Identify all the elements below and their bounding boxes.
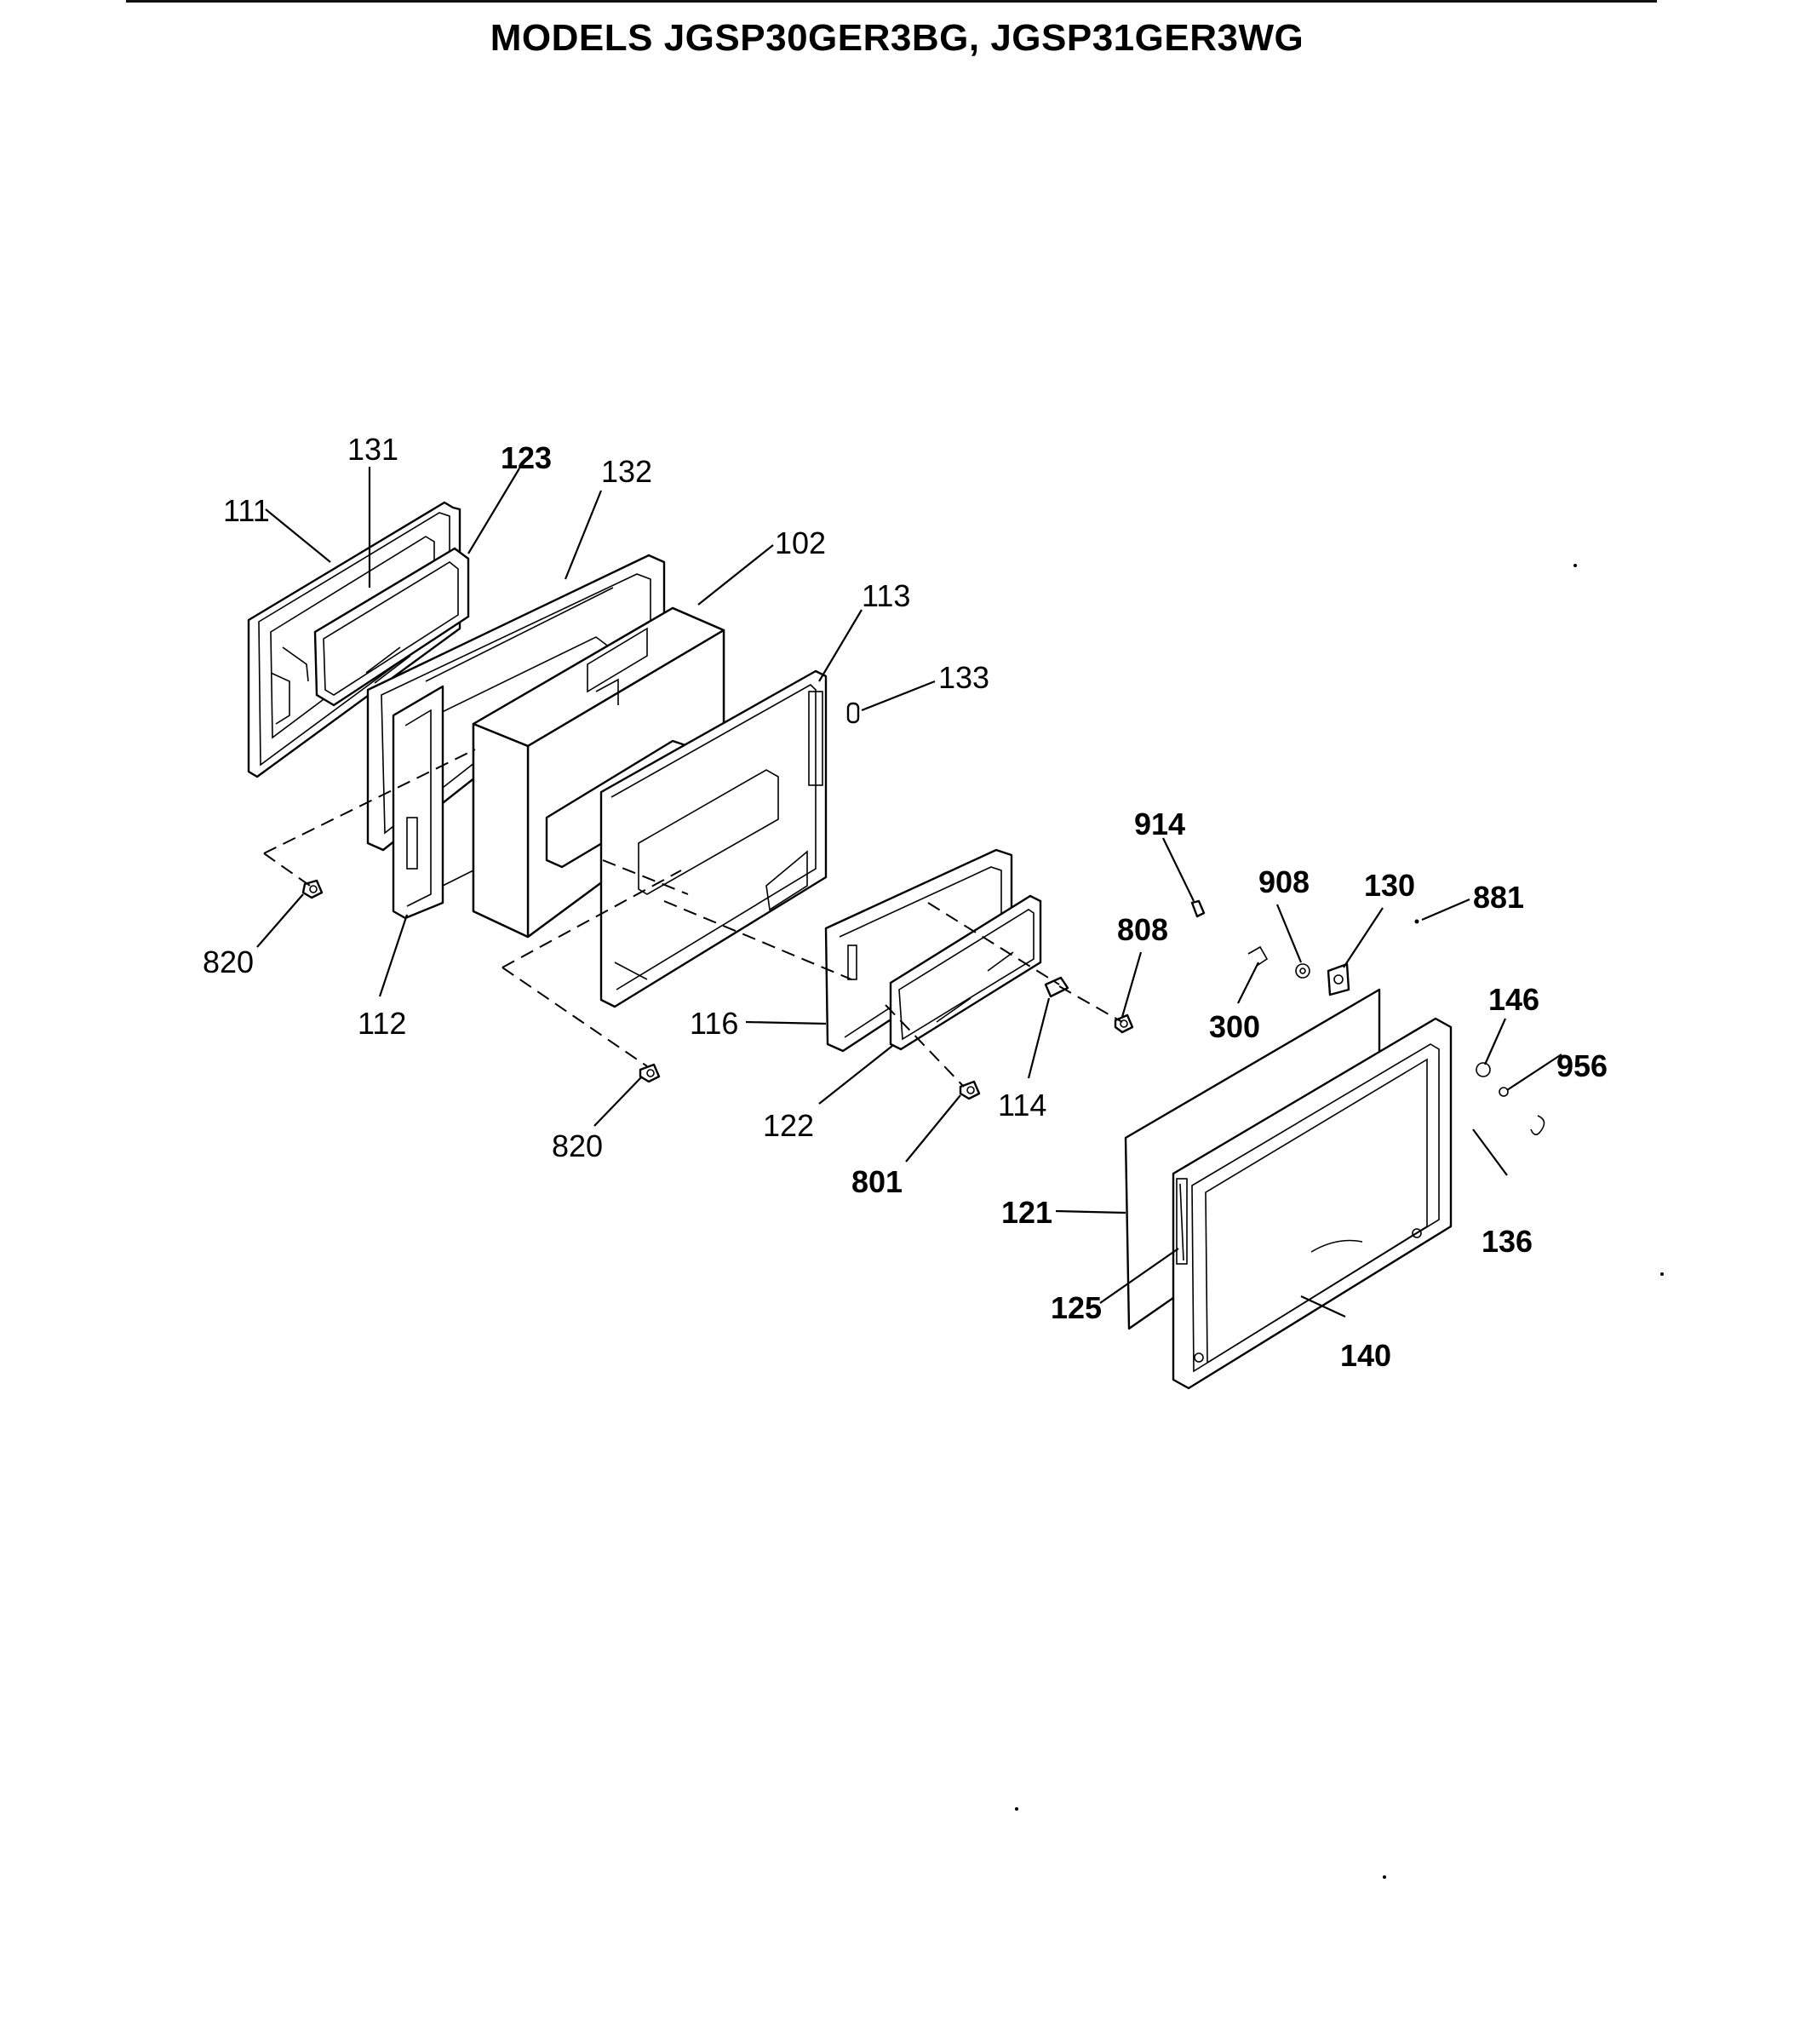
part-300-clip	[1247, 945, 1269, 967]
callout-140: 140	[1340, 1338, 1391, 1373]
callout-801: 801	[851, 1164, 903, 1199]
callout-820-lower: 820	[552, 1128, 603, 1163]
callout-132: 132	[601, 454, 652, 489]
callout-130: 130	[1364, 868, 1415, 903]
part-914-spring	[1190, 899, 1206, 918]
part-908-washer	[1295, 963, 1310, 979]
leader-lines	[256, 467, 1562, 1318]
callout-122: 122	[763, 1108, 814, 1143]
callout-125: 125	[1051, 1290, 1102, 1325]
part-133-pin	[846, 702, 860, 724]
callout-102: 102	[775, 525, 826, 560]
callout-956: 956	[1556, 1048, 1608, 1083]
page-title: MODELS JGSP30GER3BG, JGSP31GER3WG	[490, 17, 1304, 59]
callout-111: 111	[223, 493, 270, 528]
part-130-bracket	[1327, 962, 1350, 996]
part-140-door-trim	[1172, 1017, 1453, 1390]
top-rule	[126, 0, 1657, 3]
callout-121: 121	[1001, 1195, 1052, 1230]
callout-300: 300	[1209, 1009, 1260, 1044]
part-112-door-frame	[392, 587, 614, 920]
part-114-bracket	[1044, 976, 1069, 998]
callout-808: 808	[1117, 912, 1168, 947]
callout-112: 112	[358, 1006, 406, 1041]
part-123-window-glass	[313, 547, 470, 707]
screw-808	[1114, 1013, 1134, 1034]
scan-specks	[1015, 564, 1664, 1879]
assembly-lines	[263, 749, 1123, 1088]
callout-136: 136	[1482, 1224, 1533, 1259]
part-113-door-liner	[599, 669, 828, 1008]
callout-881: 881	[1473, 880, 1524, 915]
callout-133: 133	[938, 660, 989, 695]
callout-116: 116	[690, 1006, 738, 1041]
callout-123: 123	[501, 440, 552, 475]
part-956-screw	[1499, 1087, 1545, 1136]
callout-820-upper: 820	[203, 944, 254, 979]
callout-113: 113	[862, 578, 910, 613]
part-122-window-glass	[889, 894, 1042, 1051]
callout-914: 914	[1134, 807, 1185, 841]
part-881-screw	[1414, 919, 1419, 924]
callout-131: 131	[347, 432, 398, 467]
part-146-washer	[1476, 1062, 1491, 1077]
callout-908: 908	[1258, 864, 1310, 899]
screw-801	[959, 1080, 981, 1100]
callout-114: 114	[998, 1088, 1046, 1122]
callout-labels: 111 131 123 132 102 113 133 914 908 130 …	[203, 432, 1608, 1373]
screw-820-lower	[639, 1063, 661, 1083]
callout-146: 146	[1488, 982, 1539, 1017]
